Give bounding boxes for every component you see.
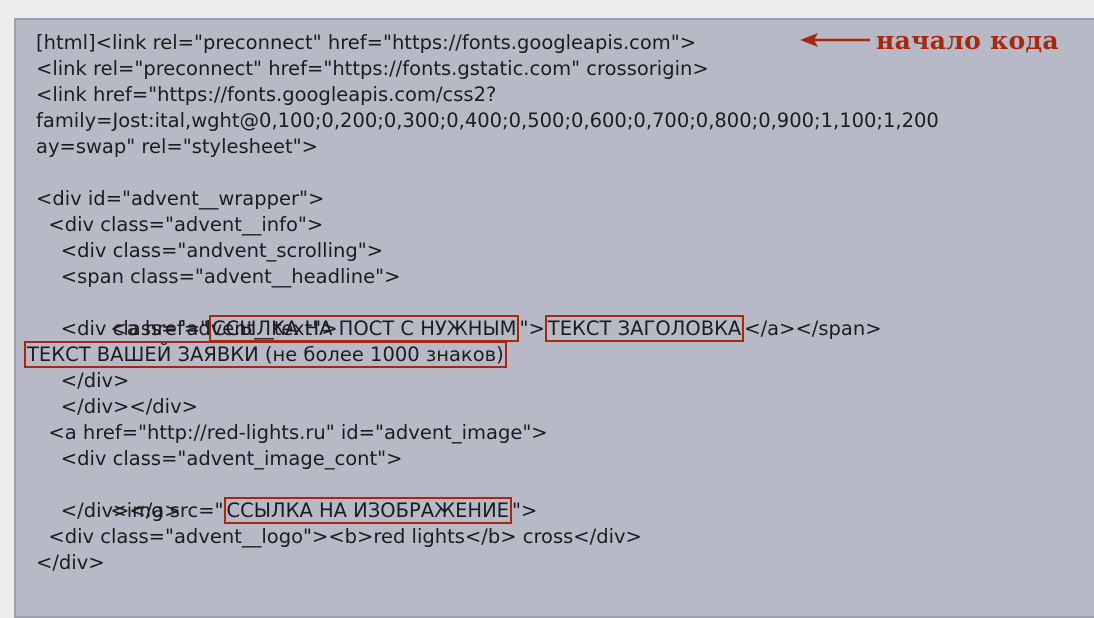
code-text: <div class="advent__text"> (36, 317, 338, 340)
code-line: <div class="advent__text"> (36, 316, 338, 342)
code-line: <div class="andvent_scrolling"> (36, 238, 383, 264)
code-line: <a href="http://red-lights.ru" id="adven… (36, 420, 548, 446)
code-start-annotation: начало кода (800, 22, 1059, 58)
code-text: </a></span> (744, 317, 882, 340)
code-text: <a href=" (73, 317, 209, 340)
code-panel: [html]<link rel="preconnect" href="https… (14, 18, 1094, 618)
code-text: <div class="advent__logo"><b>red lights<… (36, 525, 642, 548)
code-text: <a href="http://red-lights.ru" id="adven… (36, 421, 548, 444)
code-text: <div id="advent__wrapper"> (36, 187, 325, 210)
code-line: <div class="advent__logo"><b>red lights<… (36, 524, 642, 550)
code-line: <span class="advent__headline"> (36, 264, 401, 290)
highlight-image-link: ССЫЛКА НА ИЗОБРАЖЕНИЕ (223, 497, 512, 524)
code-text: </div> (36, 369, 130, 392)
code-line: </div></a> (36, 498, 181, 524)
code-text: family=Jost:ital,wght@0,100;0,200;0,300;… (36, 109, 939, 132)
code-text: </div></div> (36, 395, 198, 418)
code-line: <div class="advent_image_cont"> (36, 446, 403, 472)
code-text: [html]<link rel="preconnect" href="https… (36, 31, 697, 54)
code-line: <link rel="preconnect" href="https://fon… (36, 56, 709, 82)
code-text: <div class="advent__info"> (36, 213, 324, 236)
code-line: </div> (36, 368, 130, 394)
code-line: ТЕКСТ ВАШЕЙ ЗАЯВКИ (не более 1000 знаков… (24, 341, 507, 368)
code-text: <link rel="preconnect" href="https://fon… (36, 57, 709, 80)
code-line: </div> (36, 550, 105, 576)
highlight-headline-text: ТЕКСТ ЗАГОЛОВКА (544, 315, 745, 342)
code-line: <a href="ССЫЛКА НА ПОСТ С НУЖНЫМ">ТЕКСТ … (36, 290, 882, 342)
highlight-request-text: ТЕКСТ ВАШЕЙ ЗАЯВКИ (не более 1000 знаков… (24, 341, 507, 368)
left-arrow-icon (800, 32, 870, 48)
code-text: <div class="andvent_scrolling"> (36, 239, 384, 262)
code-text: <img src=" (73, 499, 224, 522)
highlight-post-link: ССЫЛКА НА ПОСТ С НУЖНЫМ (209, 315, 520, 342)
code-text: "> (512, 499, 538, 522)
code-line: family=Jost:ital,wght@0,100;0,200;0,300;… (36, 108, 939, 134)
code-block: [html]<link rel="preconnect" href="https… (16, 20, 939, 574)
code-line: ay=swap" rel="stylesheet"> (36, 134, 318, 160)
code-text: <link href="https://fonts.googleapis.com… (36, 83, 497, 106)
code-text: </div></a> (36, 499, 181, 522)
code-line: [html]<link rel="preconnect" href="https… (36, 30, 696, 56)
code-text: <div class="advent_image_cont"> (36, 447, 403, 470)
code-line: </div></div> (36, 394, 198, 420)
code-line: <img src="ССЫЛКА НА ИЗОБРАЖЕНИЕ"> (36, 472, 537, 524)
code-line: <div class="advent__info"> (36, 212, 323, 238)
code-line: <div id="advent__wrapper"> (36, 186, 324, 212)
annotation-label: начало кода (876, 25, 1059, 55)
code-text: <span class="advent__headline"> (36, 265, 401, 288)
code-text: </div> (36, 551, 105, 574)
code-text: "> (519, 317, 545, 340)
code-line: <link href="https://fonts.googleapis.com… (36, 82, 496, 108)
code-text: ay=swap" rel="stylesheet"> (36, 135, 318, 158)
